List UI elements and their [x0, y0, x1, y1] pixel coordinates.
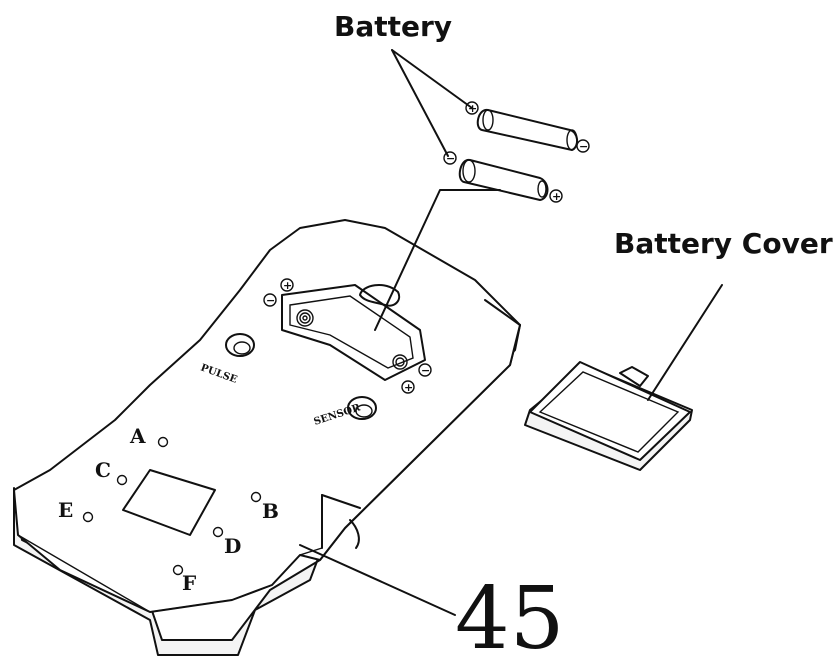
spring-contact-left — [296, 309, 314, 327]
svg-text:C: C — [95, 458, 111, 482]
battery-label: Battery — [334, 10, 452, 43]
housing — [13, 219, 521, 656]
housing-side-wall — [13, 324, 521, 656]
battery-compartment: + − − + — [263, 278, 432, 394]
svg-text:B: B — [262, 499, 279, 523]
leader-lines — [299, 49, 723, 616]
housing-top-face — [13, 219, 521, 613]
display-window — [122, 469, 216, 536]
battery-bottom: − + — [443, 151, 563, 203]
battery-cover — [524, 361, 693, 471]
svg-text:+: + — [552, 190, 561, 203]
svg-text:−: − — [579, 140, 588, 153]
svg-text:F: F — [182, 571, 196, 595]
test-point-a: A — [129, 424, 169, 448]
polarity-plus-icon: + — [401, 380, 415, 394]
svg-text:E: E — [58, 498, 73, 522]
svg-text:D: D — [224, 534, 241, 558]
svg-text:+: + — [404, 381, 413, 394]
svg-text:−: − — [421, 364, 430, 377]
polarity-minus-icon: − — [443, 151, 457, 165]
test-point-d: D — [212, 526, 241, 558]
part-number: 45 — [455, 569, 564, 665]
test-point-c: C — [95, 458, 128, 486]
polarity-plus-icon: + — [549, 189, 563, 203]
polarity-minus-icon: − — [418, 363, 432, 377]
battery-cover-label: Battery Cover — [614, 227, 833, 260]
polarity-plus-icon: + — [280, 278, 294, 292]
battery-top: + − — [465, 101, 590, 153]
polarity-minus-icon: − — [576, 139, 590, 153]
polarity-minus-icon: − — [263, 293, 277, 307]
test-point-f: F — [172, 564, 196, 595]
test-point-b: B — [250, 491, 279, 523]
svg-text:+: + — [283, 279, 292, 292]
svg-text:A: A — [129, 424, 146, 448]
spring-contact-right — [392, 354, 408, 370]
svg-text:−: − — [446, 152, 455, 165]
test-point-e: E — [58, 498, 94, 523]
svg-text:−: − — [266, 294, 275, 307]
